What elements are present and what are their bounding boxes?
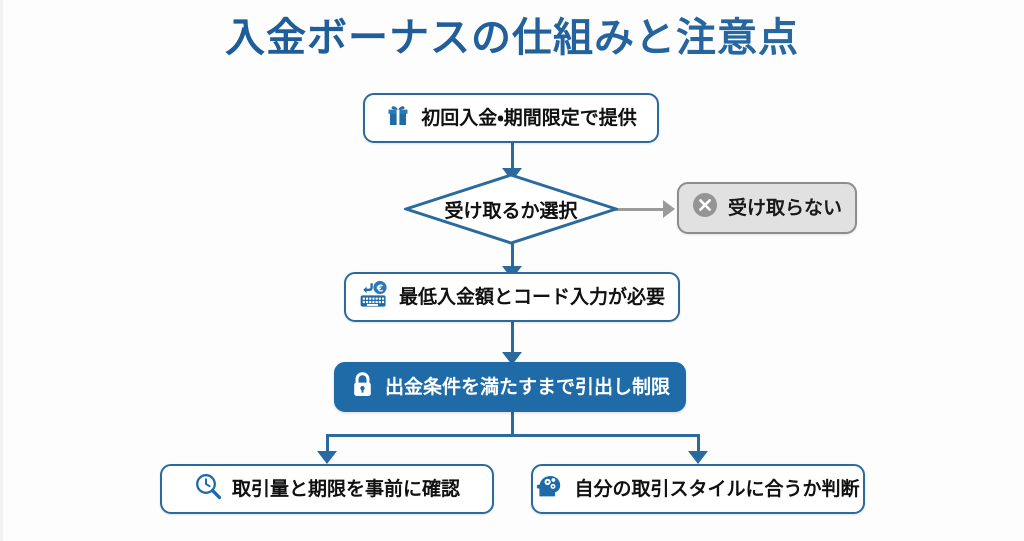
magnifier-clock-icon xyxy=(194,472,222,506)
gift-icon xyxy=(385,102,411,134)
node-start[interactable]: 初回入金・期間限定で提供 xyxy=(363,93,659,143)
node-requirements[interactable]: € xyxy=(344,272,680,322)
lock-icon xyxy=(350,371,375,404)
connector-start-to-decision xyxy=(511,143,514,172)
head-gears-icon xyxy=(536,472,564,506)
arrow-decision-to-decline xyxy=(663,200,675,218)
node-check-style[interactable]: 自分の取引スタイルに合うか判断 xyxy=(531,464,865,514)
connector-decision-to-requirements xyxy=(511,243,514,271)
keyboard-euro-icon: € xyxy=(359,280,389,314)
arrow-requirements-to-restriction xyxy=(502,352,522,365)
connector-fork-left-drop xyxy=(326,434,329,454)
connector-decision-to-decline xyxy=(603,208,667,211)
node-start-label: 初回入金・期間限定で提供 xyxy=(421,107,637,129)
arrow-fork-to-check-style xyxy=(688,451,708,464)
node-decision-label: 受け取るか選択 xyxy=(444,200,578,222)
x-circle-icon xyxy=(692,192,718,224)
page-title: 入金ボーナスの仕組みと注意点 xyxy=(0,14,1024,62)
node-requirements-label: 最低入金額とコード入力が必要 xyxy=(398,286,665,308)
node-decline-label: 受け取らない xyxy=(727,197,842,219)
connector-requirements-to-restriction xyxy=(511,322,514,356)
node-decline[interactable]: 受け取らない xyxy=(677,182,857,234)
node-check-volume[interactable]: 取引量と期限を事前に確認 xyxy=(160,464,494,514)
node-restriction[interactable]: 出金条件を満たすまで引出し制限 xyxy=(334,362,686,412)
svg-text:€: € xyxy=(376,283,384,294)
diamond-shape xyxy=(404,173,618,245)
arrow-fork-to-check-volume xyxy=(317,451,337,464)
connector-fork-right-drop xyxy=(697,434,700,454)
node-restriction-label: 出金条件を満たすまで引出し制限 xyxy=(384,376,670,398)
node-check-style-label: 自分の取引スタイルに合うか判断 xyxy=(574,478,860,500)
connector-fork-bar xyxy=(326,434,700,437)
node-decision[interactable]: 受け取るか選択 xyxy=(404,173,618,245)
node-check-volume-label: 取引量と期限を事前に確認 xyxy=(231,478,460,500)
connector-restriction-fork-stem xyxy=(511,411,514,436)
